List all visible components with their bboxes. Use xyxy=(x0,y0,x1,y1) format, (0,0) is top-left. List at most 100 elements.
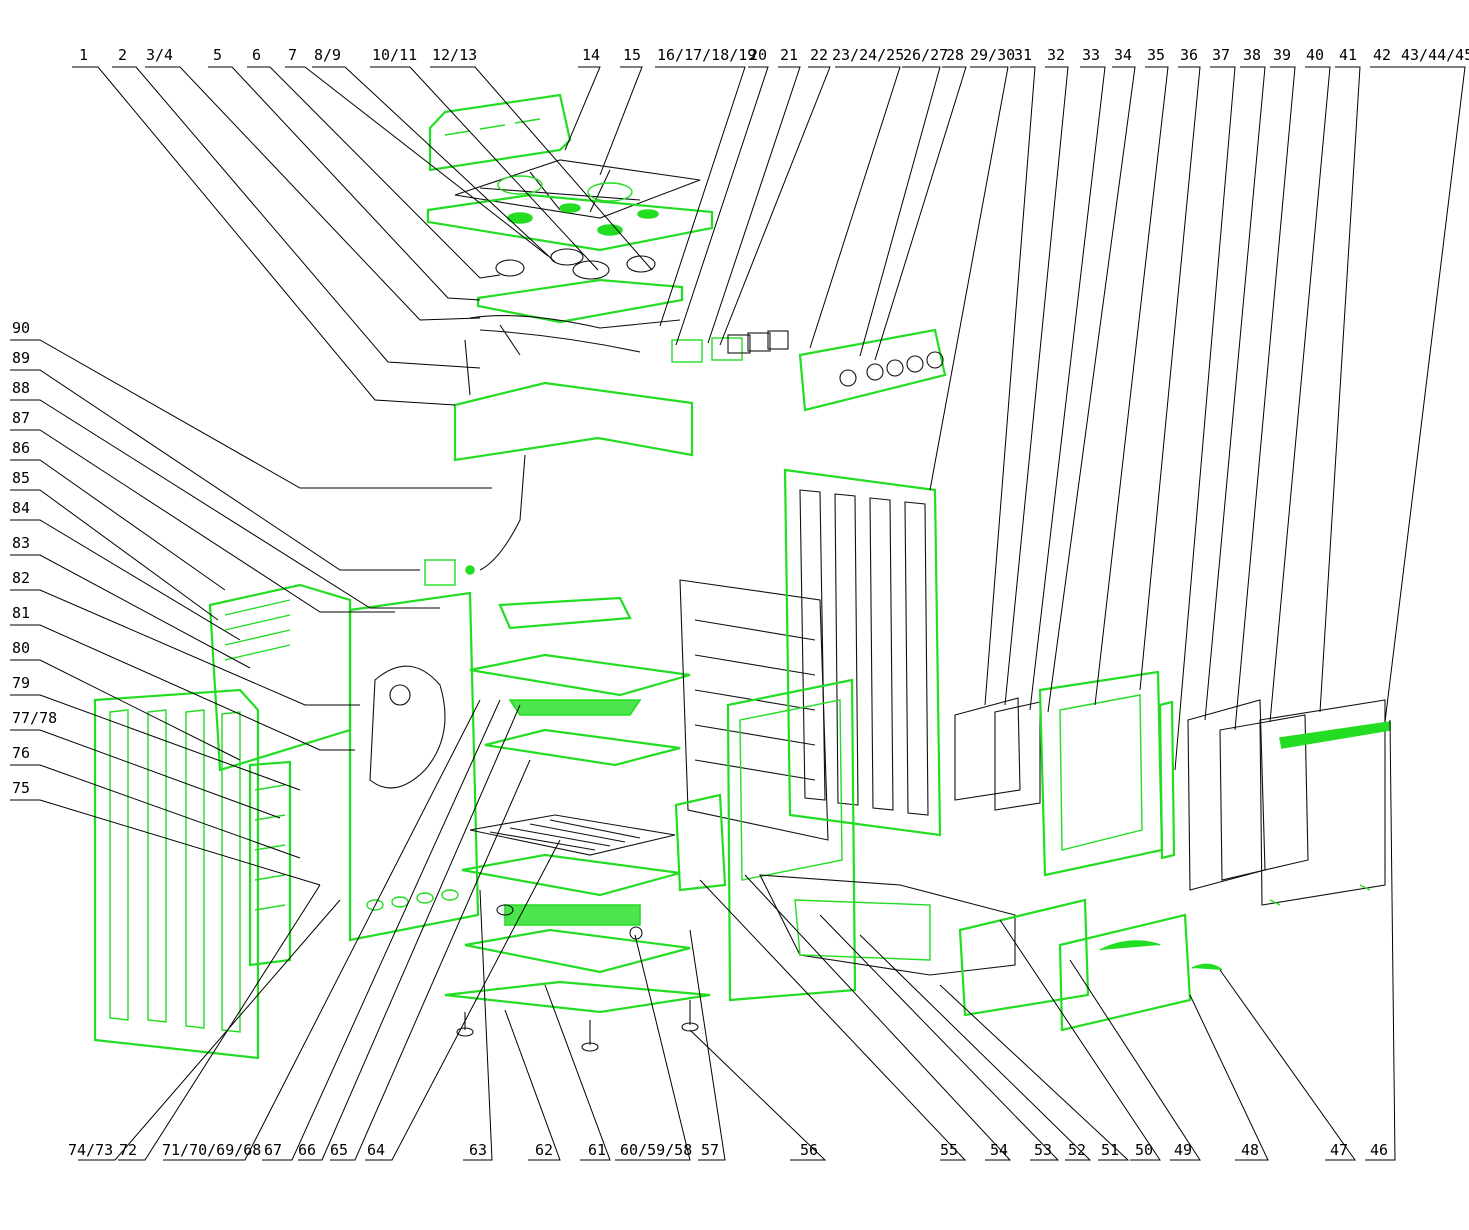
label-89: 89 xyxy=(12,349,30,367)
label-49: 49 xyxy=(1174,1141,1192,1159)
label-65: 65 xyxy=(330,1141,348,1159)
label-76: 76 xyxy=(12,744,30,762)
control-panel xyxy=(798,328,947,412)
rear-panel xyxy=(208,583,352,772)
label-21: 21 xyxy=(780,46,798,64)
label-38: 38 xyxy=(1243,46,1261,64)
label-63: 63 xyxy=(469,1141,487,1159)
label-61: 61 xyxy=(588,1141,606,1159)
label-71-68: 71/70/69/68 xyxy=(162,1141,261,1159)
label-6: 6 xyxy=(252,46,261,64)
label-23-25: 23/24/25 xyxy=(832,46,904,64)
left-labels: 90 89 88 87 86 85 84 83 82 81 80 79 77/7… xyxy=(12,319,57,797)
label-62: 62 xyxy=(535,1141,553,1159)
bottom-labels: 74/73 72 71/70/69/68 67 66 65 64 63 62 6… xyxy=(68,1141,1388,1159)
top-heating-cover xyxy=(469,653,691,697)
hob-top-plate xyxy=(426,193,714,252)
label-41: 41 xyxy=(1339,46,1357,64)
gas-tubes xyxy=(464,315,681,396)
label-77-78: 77/78 xyxy=(12,709,57,727)
label-28: 28 xyxy=(946,46,964,64)
front-frame xyxy=(726,678,857,1002)
label-36: 36 xyxy=(1180,46,1198,64)
label-67: 67 xyxy=(264,1141,282,1159)
label-83: 83 xyxy=(12,534,30,552)
label-32: 32 xyxy=(1047,46,1065,64)
label-80: 80 xyxy=(12,639,30,657)
label-14: 14 xyxy=(582,46,600,64)
label-54: 54 xyxy=(990,1141,1008,1159)
parts-drawing xyxy=(93,93,1391,1060)
label-85: 85 xyxy=(12,469,30,487)
label-42: 42 xyxy=(1373,46,1391,64)
label-84: 84 xyxy=(12,499,30,517)
label-33: 33 xyxy=(1082,46,1100,64)
label-86: 86 xyxy=(12,439,30,457)
splash-panel xyxy=(428,93,572,172)
oven-door-parts xyxy=(954,670,1391,906)
label-8-9: 8/9 xyxy=(314,46,341,64)
label-74-73: 74/73 xyxy=(68,1141,113,1159)
label-57: 57 xyxy=(701,1141,719,1159)
label-35: 35 xyxy=(1147,46,1165,64)
right-side-panel xyxy=(783,468,942,837)
label-37: 37 xyxy=(1212,46,1230,64)
drawer-front xyxy=(958,898,1223,1032)
label-10-11: 10/11 xyxy=(372,46,417,64)
label-56: 56 xyxy=(800,1141,818,1159)
label-5: 5 xyxy=(213,46,222,64)
burner-support-plate xyxy=(476,278,684,324)
bottom-burner xyxy=(496,904,643,940)
label-29-30: 29/30 xyxy=(970,46,1015,64)
label-31: 31 xyxy=(1014,46,1032,64)
grill-element xyxy=(508,699,642,716)
label-1: 1 xyxy=(79,46,88,64)
label-50: 50 xyxy=(1135,1141,1153,1159)
oven-left-wall xyxy=(248,760,292,967)
wire-shelf xyxy=(469,814,676,856)
leader-lines xyxy=(10,66,1466,1161)
label-34: 34 xyxy=(1114,46,1132,64)
oven-right-wall xyxy=(679,579,829,841)
label-20: 20 xyxy=(749,46,767,64)
label-48: 48 xyxy=(1241,1141,1259,1159)
label-66: 66 xyxy=(298,1141,316,1159)
burner-cover-plate xyxy=(464,928,691,974)
label-82: 82 xyxy=(12,569,30,587)
oven-roof xyxy=(498,596,632,630)
label-81: 81 xyxy=(12,604,30,622)
gas-inlet-valve xyxy=(424,454,526,586)
label-46: 46 xyxy=(1370,1141,1388,1159)
label-2: 2 xyxy=(118,46,127,64)
label-55: 55 xyxy=(940,1141,958,1159)
label-53: 53 xyxy=(1034,1141,1052,1159)
label-16-19: 16/17/18/19 xyxy=(657,46,756,64)
label-43-45: 43/44/45 xyxy=(1401,46,1469,64)
label-52: 52 xyxy=(1068,1141,1086,1159)
label-51: 51 xyxy=(1101,1141,1119,1159)
label-22: 22 xyxy=(810,46,828,64)
label-39: 39 xyxy=(1273,46,1291,64)
label-88: 88 xyxy=(12,379,30,397)
oven-top-box xyxy=(453,381,694,462)
top-labels: 1 2 3/4 5 6 7 8/9 10/11 12/13 14 15 16/1… xyxy=(79,46,1469,64)
label-64: 64 xyxy=(367,1141,385,1159)
label-3-4: 3/4 xyxy=(146,46,173,64)
oven-cavity-back xyxy=(348,591,480,942)
hob-grid xyxy=(454,159,701,219)
baking-tray xyxy=(484,728,681,767)
label-90: 90 xyxy=(12,319,30,337)
label-79: 79 xyxy=(12,674,30,692)
gas-valves xyxy=(671,330,789,363)
label-47: 47 xyxy=(1330,1141,1348,1159)
label-15: 15 xyxy=(623,46,641,64)
drawer-box xyxy=(759,874,1016,976)
floor-tray xyxy=(461,853,681,897)
front-column xyxy=(674,793,727,892)
label-26-27: 26/27 xyxy=(903,46,948,64)
label-60-58: 60/59/58 xyxy=(620,1141,692,1159)
label-40: 40 xyxy=(1306,46,1324,64)
label-12-13: 12/13 xyxy=(432,46,477,64)
